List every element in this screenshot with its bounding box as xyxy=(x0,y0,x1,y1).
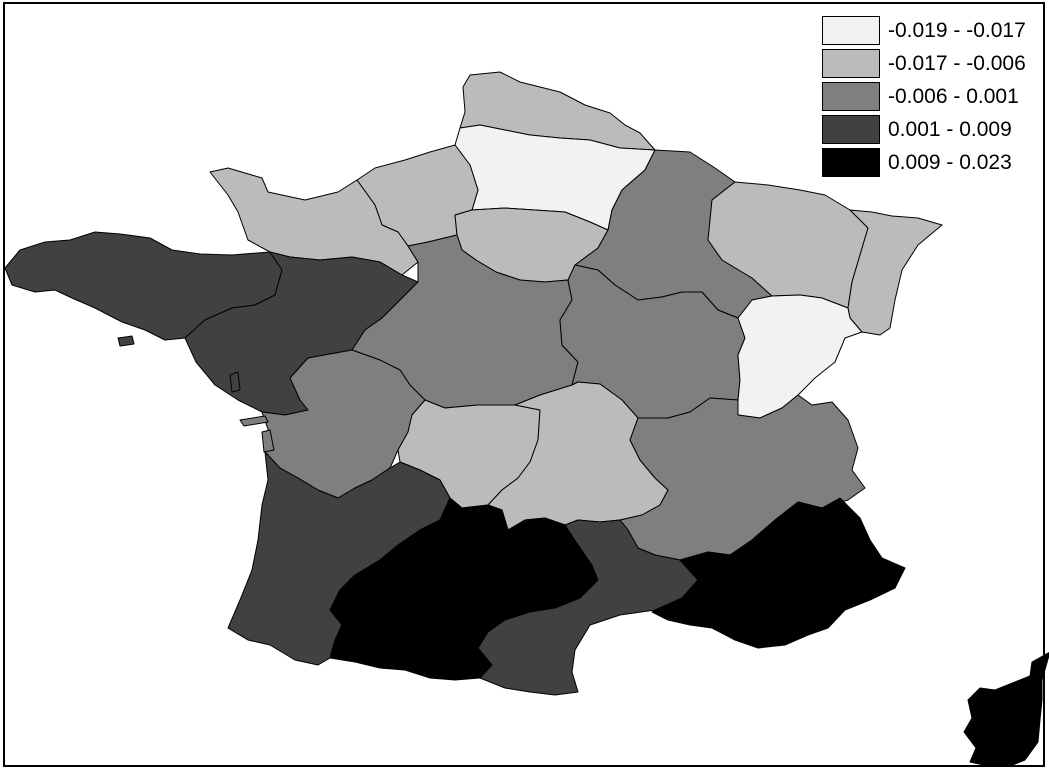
region-corse xyxy=(963,651,1049,767)
legend-label: -0.017 - -0.006 xyxy=(888,52,1026,75)
legend-swatch xyxy=(822,148,880,177)
legend-swatch xyxy=(822,16,880,45)
region-franche-comte xyxy=(737,294,863,419)
legend-swatch xyxy=(822,82,880,111)
legend-label: 0.001 - 0.009 xyxy=(888,118,1012,141)
region-languedoc-roussillon xyxy=(477,519,699,696)
island-belle-ile xyxy=(117,335,135,347)
legend-swatch xyxy=(822,115,880,144)
legend-swatch xyxy=(822,49,880,78)
region-provence-alpes-cote-d-azur xyxy=(651,497,906,649)
region-alsace xyxy=(847,209,943,336)
island-noirmoutier xyxy=(229,371,241,393)
legend-label: -0.006 - 0.001 xyxy=(888,85,1019,108)
island-oleron xyxy=(261,429,275,453)
legend-label: -0.019 - -0.017 xyxy=(888,19,1026,42)
island-ile-de-re xyxy=(239,415,269,427)
legend-label: 0.009 - 0.023 xyxy=(888,151,1012,174)
